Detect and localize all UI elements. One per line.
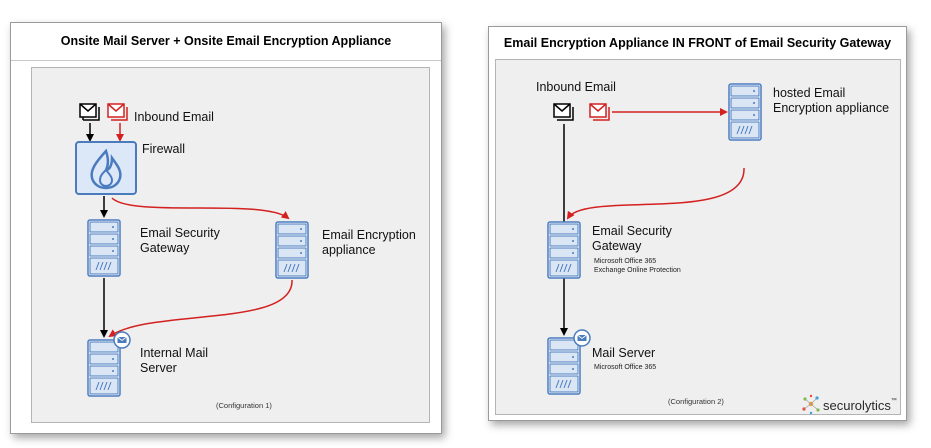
arrow-encryption-to-mailserver [108,279,293,338]
email-security-gateway-server-icon [547,221,581,279]
diagram-canvas [547,83,820,415]
envelope-red-icon [107,103,128,121]
panel-title: Email Encryption Appliance IN FRONT of E… [503,36,892,50]
arrow-firewall-to-encryption [111,197,290,220]
arrow-hosted-to-gateway [566,167,745,220]
internal-mail-server-label: Internal Mail Server [140,346,209,375]
logo-text: securolytics [823,398,891,413]
email-encryption-appliance-label: Email Encryption appliance [322,228,416,257]
mail-badge-icon [113,331,131,349]
diagram-canvas [75,103,309,397]
diagram-area: Inbound Email hosted Email Encryption ap… [495,59,901,415]
inbound-email-label: Inbound Email [134,110,214,124]
configuration-caption: (Configuration 2) [668,397,724,406]
inbound-email-label: Inbound Email [536,80,616,94]
mail-badge-icon [573,329,591,347]
panel-title: Onsite Mail Server + Onsite Email Encryp… [11,23,441,61]
mail-server-label: Mail Server [592,346,656,360]
securolytics-logo: securolytics™ [823,398,897,413]
email-security-gateway-server-icon [87,219,121,277]
mail-server-icon [547,337,581,395]
firewall-icon [75,141,137,195]
configuration-1-panel: Onsite Mail Server + Onsite Email Encryp… [10,22,442,434]
email-encryption-appliance-server-icon [275,221,309,279]
internal-mail-server-icon [87,339,121,397]
diagram-area: Inbound Email Firewall Email Security Ga… [31,67,430,423]
envelope-black-icon [553,103,574,121]
securolytics-logo-icon [802,394,820,415]
configuration-2-panel: Email Encryption Appliance IN FRONT of E… [488,26,907,421]
mail-server-subtitle: Microsoft Office 365 [594,364,657,371]
gateway-subtitle: Microsoft Office 365 Exchange Online Pro… [594,258,681,274]
hosted-email-encryption-label: hosted Email Encryption appliance [773,86,890,115]
hosted-encryption-appliance-server-icon [728,83,762,141]
email-security-gateway-label: Email Security Gateway [592,224,672,253]
configuration-caption: (Configuration 1) [216,401,272,410]
email-security-gateway-label: Email Security Gateway [140,226,220,255]
envelope-black-icon [79,103,100,121]
logo-trademark: ™ [890,398,897,404]
envelope-red-icon [589,103,610,121]
firewall-label: Firewall [142,142,186,156]
